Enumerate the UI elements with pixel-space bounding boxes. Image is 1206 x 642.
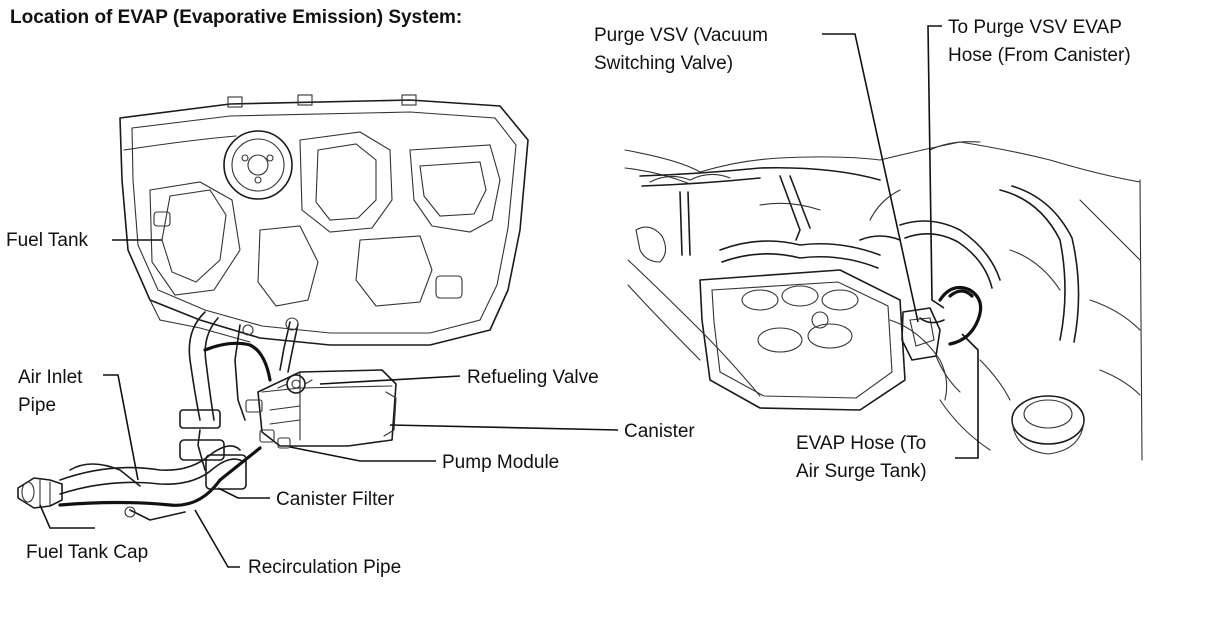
- label-evap-hose-line1: EVAP Hose (To: [796, 433, 927, 454]
- label-purge-vsv-line2: Switching Valve): [594, 53, 734, 74]
- label-fuel-tank: Fuel Tank: [6, 230, 89, 251]
- fuel-tank-cap-illustration: [17, 477, 63, 509]
- label-fuel-tank-cap: Fuel Tank Cap: [26, 542, 149, 563]
- purge-vsv-illustration: [901, 286, 983, 393]
- label-air-inlet-pipe-line2: Pipe: [18, 395, 57, 416]
- fuel-tank-illustration: [119, 94, 529, 346]
- left-leader-lines: [39, 239, 619, 568]
- label-pump-module: Pump Module: [442, 452, 560, 473]
- label-to-purge-vsv-line2: Hose (From Canister): [948, 45, 1131, 66]
- label-canister-filter: Canister Filter: [276, 489, 395, 510]
- label-to-purge-vsv-line1: To Purge VSV EVAP: [948, 17, 1122, 38]
- label-refueling-valve: Refueling Valve: [467, 367, 599, 388]
- engine-bay-illustration: [624, 141, 1143, 461]
- label-purge-vsv-line1: Purge VSV (Vacuum: [594, 25, 768, 46]
- label-evap-hose-line2: Air Surge Tank): [796, 461, 927, 482]
- page-title: Location of EVAP (Evaporative Emission) …: [10, 7, 463, 28]
- label-recirculation-pipe: Recirculation Pipe: [248, 557, 402, 578]
- label-air-inlet-pipe-line1: Air Inlet: [18, 367, 83, 388]
- refueling-valve-illustration: [277, 374, 313, 394]
- label-canister: Canister: [624, 421, 695, 442]
- pipes-and-hoses-illustration: [58, 311, 299, 521]
- right-leader-lines: [822, 25, 979, 459]
